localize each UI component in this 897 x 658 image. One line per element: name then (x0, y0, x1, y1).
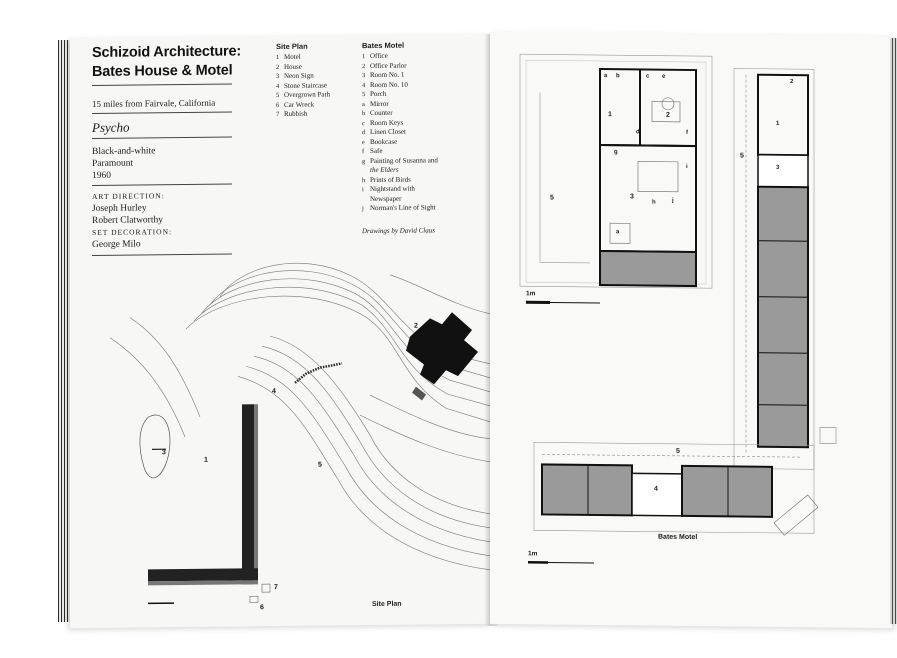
motel-floor-plans (519, 53, 837, 564)
detail-label-b: b (616, 73, 620, 80)
detail-label-g: g (614, 149, 618, 156)
detail-scale-label: 1m (526, 290, 536, 298)
motel-label-5: 5 (676, 447, 680, 455)
detail-label-i: i (686, 163, 688, 170)
site-label-3: 3 (162, 449, 166, 457)
open-book: Schizoid Architecture: Bates House & Mot… (40, 26, 897, 630)
detail-label-f: f (686, 129, 688, 136)
bates-motel-caption: Bates Motel (658, 533, 698, 542)
detail-label-j: j (672, 197, 674, 204)
left-page-edges (58, 40, 72, 622)
motel-scale-label: 1m (528, 550, 538, 558)
detail-label-1: 1 (608, 111, 612, 119)
detail-label-a-lower: a (616, 229, 620, 236)
site-label-7: 7 (274, 584, 278, 592)
site-label-2: 2 (414, 322, 418, 330)
site-label-6: 6 (260, 604, 264, 612)
motel-label-4: 4 (654, 485, 658, 493)
detail-label-3: 3 (630, 193, 634, 201)
motel-label-3: 3 (776, 164, 780, 171)
detail-label-5: 5 (550, 194, 554, 202)
detail-label-d: d (636, 129, 640, 136)
site-label-1: 1 (204, 456, 208, 464)
motel-label-2: 2 (790, 79, 794, 86)
detail-label-h: h (652, 199, 656, 206)
detail-label-e: e (662, 73, 666, 80)
detail-label-a: a (604, 73, 608, 80)
site-label-5: 5 (318, 461, 322, 469)
right-page: a b c d e 1 2 f 3 5 g h i j a 1m 2 1 3 5… (490, 31, 892, 629)
site-label-4: 4 (272, 388, 276, 396)
site-plan-drawing (109, 263, 491, 605)
right-page-edges (890, 38, 897, 624)
detail-label-c: c (646, 73, 650, 80)
left-page: Schizoid Architecture: Bates House & Mot… (70, 33, 491, 629)
detail-label-2: 2 (666, 111, 670, 119)
motel-label-5: 5 (740, 152, 744, 160)
motel-label-1: 1 (776, 120, 780, 127)
site-plan-caption: Site Plan (372, 600, 402, 609)
